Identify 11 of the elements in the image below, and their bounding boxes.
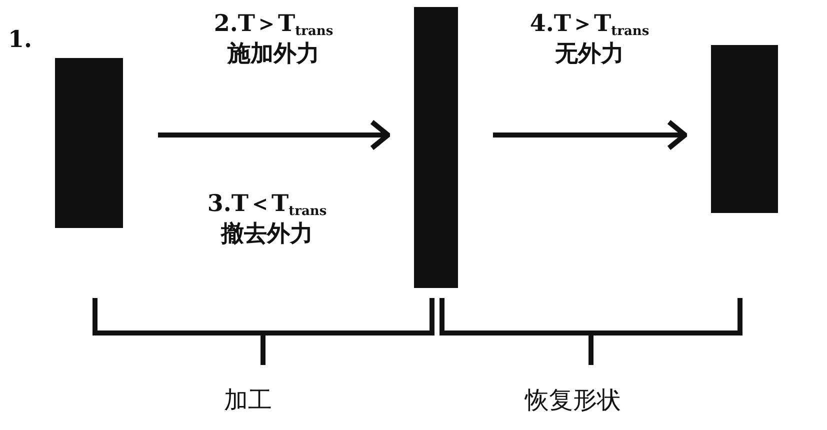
step-number: 1. bbox=[8, 26, 34, 55]
bar-block bbox=[55, 58, 123, 228]
bar-block bbox=[414, 7, 458, 288]
arrow bbox=[493, 120, 688, 150]
arrow bbox=[158, 120, 390, 150]
step-label: 3.T＜T$_{trans}$ 撤去外力 bbox=[206, 190, 328, 249]
bracket-label: 恢复形状 bbox=[525, 385, 621, 416]
edge-label: 4.T＞T$_{trans}$ 无外力 bbox=[528, 10, 650, 69]
bracket-label: 加工 bbox=[224, 385, 272, 416]
edge-label: 2.T＞T$_{trans}$ 施加外力 bbox=[212, 10, 334, 69]
bar-block bbox=[711, 45, 778, 213]
